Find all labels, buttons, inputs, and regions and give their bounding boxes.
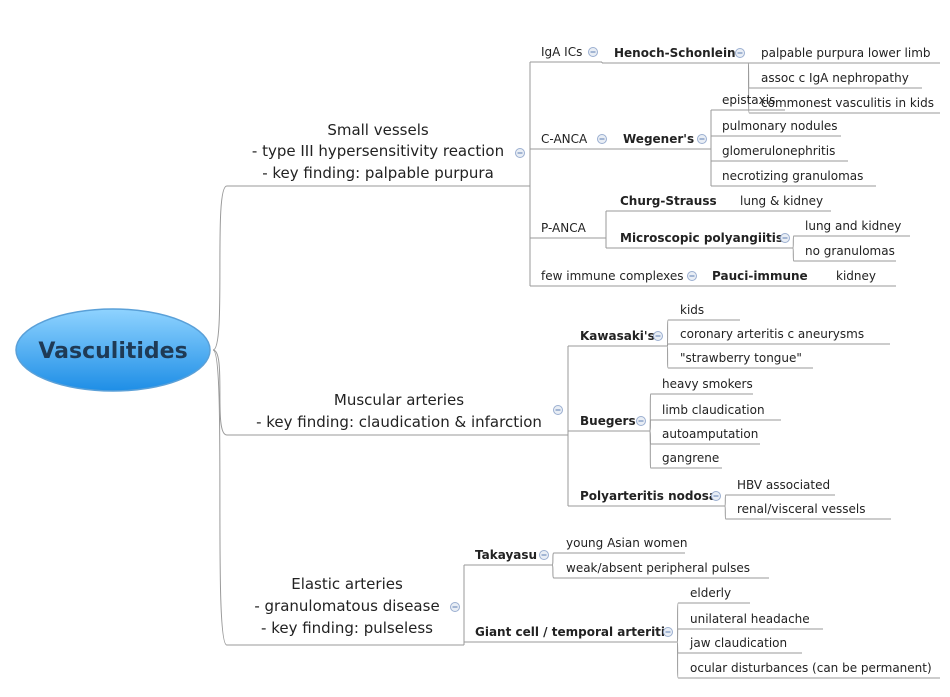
connector-line [792, 235, 795, 249]
vessel-group-label: C-ANCA [541, 132, 588, 146]
elastic-branch-line: - granulomatous disease [254, 597, 439, 615]
finding-item: epistaxis [722, 93, 775, 107]
finding-item: glomerulonephritis [722, 144, 835, 158]
muscular-branch-line: - key finding: claudication & infarction [256, 413, 542, 431]
connector-line [724, 494, 727, 507]
minus-toggle-icon[interactable] [780, 233, 790, 243]
disease-name: Takayasu [475, 548, 537, 562]
minus-toggle-icon[interactable] [697, 134, 707, 144]
finding-item: kids [680, 303, 704, 317]
finding-item: heavy smokers [662, 377, 753, 391]
small-branch-line: Small vessels [327, 121, 429, 139]
minus-toggle-icon[interactable] [553, 405, 563, 415]
minus-toggle-icon[interactable] [588, 47, 598, 57]
connector-line [649, 419, 652, 432]
elastic-branch-line: Elastic arteries [291, 575, 403, 593]
finding-item: young Asian women [566, 536, 688, 550]
minus-toggle-icon[interactable] [515, 148, 525, 158]
connector-line [792, 247, 795, 262]
finding-item: elderly [690, 586, 731, 600]
connector-line [676, 628, 679, 643]
disease-name: Pauci-immune [712, 269, 808, 283]
connector-line [212, 185, 236, 351]
finding-item: necrotizing granulomas [722, 169, 863, 183]
small-branch-line: - type III hypersensitivity reaction [252, 142, 504, 160]
finding-item: weak/absent peripheral pulses [566, 561, 750, 575]
minus-toggle-icon[interactable] [597, 134, 607, 144]
minus-toggle-icon[interactable] [711, 491, 721, 501]
disease-name: Polyarteritis nodosa [580, 489, 717, 503]
disease-name: Henoch-Schonlein [614, 46, 736, 60]
finding-item: ocular disturbances (can be permanent) [690, 661, 932, 675]
minus-toggle-icon[interactable] [687, 271, 697, 281]
finding-item: palpable purpura lower limb [761, 46, 931, 60]
minus-toggle-icon[interactable] [636, 416, 646, 426]
finding-item: "strawberry tongue" [680, 351, 802, 365]
vessel-group-label: IgA ICs [541, 45, 582, 59]
finding-item: lung & kidney [740, 194, 823, 208]
finding-item: commonest vasculitis in kids [761, 96, 934, 110]
disease-name: Wegener's [623, 132, 694, 146]
finding-item: no granulomas [805, 244, 895, 258]
connector-line [551, 564, 555, 579]
disease-name: Microscopic polyangiitis [620, 231, 783, 245]
connector-line [666, 319, 669, 347]
finding-item: limb claudication [662, 403, 765, 417]
finding-item: coronary arteritis c aneurysms [680, 327, 864, 341]
minus-toggle-icon[interactable] [735, 48, 745, 58]
finding-item: unilateral headache [690, 612, 810, 626]
minus-toggle-icon[interactable] [539, 550, 549, 560]
root-node-label: Vasculitides [38, 339, 187, 364]
finding-item: gangrene [662, 451, 719, 465]
disease-name: Giant cell / temporal arteritis [475, 625, 672, 639]
connector-line [649, 430, 652, 469]
minus-toggle-icon[interactable] [450, 602, 460, 612]
connector-line [551, 552, 555, 566]
finding-item: jaw claudication [689, 636, 787, 650]
finding-item: kidney [836, 269, 876, 283]
vessel-group-label: P-ANCA [541, 221, 587, 235]
muscular-branch-line: Muscular arteries [334, 391, 464, 409]
connector-line [747, 62, 750, 114]
minus-toggle-icon[interactable] [653, 331, 663, 341]
finding-item: assoc c IgA nephropathy [761, 71, 909, 85]
finding-item: lung and kidney [805, 219, 901, 233]
finding-item: HBV associated [737, 478, 830, 492]
root-node[interactable] [15, 308, 211, 392]
connector-lines [212, 61, 940, 679]
connector-line [212, 349, 236, 646]
finding-item: autoamputation [662, 427, 758, 441]
disease-name: Buegers [580, 414, 636, 428]
connector-line [724, 505, 727, 520]
finding-item: renal/visceral vessels [737, 502, 865, 516]
finding-item: pulmonary nodules [722, 119, 838, 133]
disease-name: Kawasaki's [580, 329, 655, 343]
connector-line [212, 349, 236, 436]
connector-line [666, 345, 669, 369]
minus-toggle-icon[interactable] [663, 627, 673, 637]
connector-line [676, 641, 679, 679]
connector-line [666, 343, 669, 347]
small-branch-line: - key finding: palpable purpura [262, 164, 494, 182]
vessel-group-label: few immune complexes [541, 269, 683, 283]
disease-name: Churg-Strauss [620, 194, 717, 208]
elastic-branch-line: - key finding: pulseless [261, 619, 433, 637]
nodes: Vasculitides Small vessels - type III hype… [15, 45, 934, 675]
